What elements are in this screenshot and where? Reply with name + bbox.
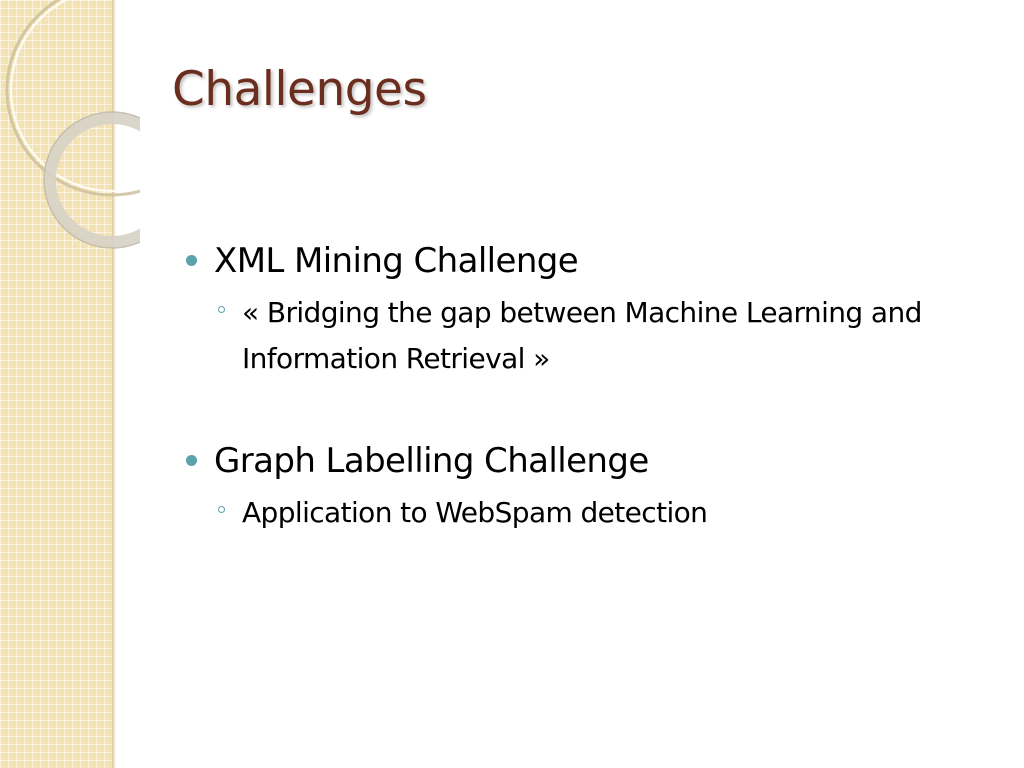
bullet-item: XML Mining Challenge « Bridging the gap … bbox=[186, 238, 986, 382]
sub-bullet-item: Application to WebSpam detection bbox=[214, 490, 986, 536]
bullet-text: Graph Labelling Challenge bbox=[214, 441, 649, 481]
sub-bullet-ring-icon bbox=[218, 306, 225, 313]
bullet-dot-icon bbox=[186, 455, 197, 466]
side-panel-edge bbox=[112, 0, 116, 768]
slide-title: Challenges bbox=[172, 62, 427, 117]
sub-bullet-list: « Bridging the gap between Machine Learn… bbox=[214, 290, 986, 382]
bullet-text: XML Mining Challenge bbox=[214, 241, 579, 281]
sub-bullet-text: Application to WebSpam detection bbox=[242, 496, 708, 529]
sub-bullet-text: « Bridging the gap between Machine Learn… bbox=[242, 296, 922, 375]
bullet-item: Graph Labelling Challenge Application to… bbox=[186, 438, 986, 536]
sub-bullet-item: « Bridging the gap between Machine Learn… bbox=[214, 290, 986, 382]
spacer bbox=[186, 382, 986, 438]
sub-bullet-list: Application to WebSpam detection bbox=[214, 490, 986, 536]
decorative-rings bbox=[5, 0, 140, 249]
bullet-dot-icon bbox=[186, 255, 197, 266]
bullet-list: XML Mining Challenge « Bridging the gap … bbox=[186, 238, 986, 536]
sub-bullet-ring-icon bbox=[218, 506, 225, 513]
